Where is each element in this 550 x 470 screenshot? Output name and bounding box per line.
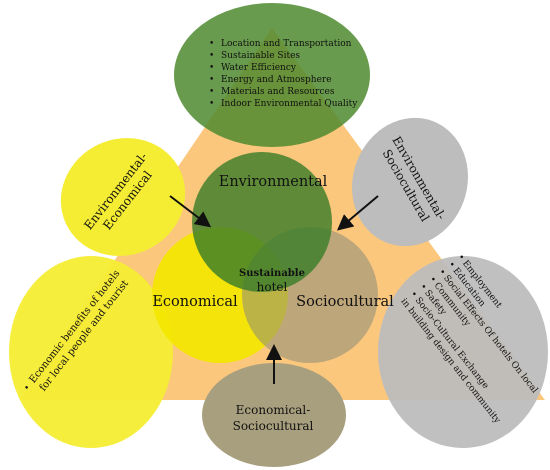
svg-text:•: •	[436, 267, 447, 277]
sociocultural-label: Sociocultural	[296, 294, 394, 310]
environmental-circle	[192, 152, 332, 292]
econ-socio-label-line1: Economical-	[236, 403, 311, 417]
arrow-env-econ	[169, 195, 212, 228]
environmental-label: Environmental	[219, 174, 328, 190]
svg-text:•: •	[209, 39, 214, 49]
env-item: Location and Transportation	[221, 39, 352, 49]
env-item: Energy and Atmosphere	[221, 75, 332, 85]
svg-text:•: •	[22, 383, 33, 393]
env-socio-ellipse	[352, 117, 468, 247]
svg-text:•: •	[209, 99, 214, 109]
env-econ-ellipse	[60, 138, 186, 256]
environmental-criteria-list: • Location and Transportation • Sustaina…	[209, 39, 358, 109]
env-item: Indoor Environmental Quality	[221, 99, 358, 109]
env-item: Sustainable Sites	[221, 51, 300, 61]
economic-benefits-ellipse	[9, 256, 173, 448]
econ-socio-ellipse	[202, 363, 346, 467]
arrow-env-socio	[336, 195, 379, 231]
svg-text:•: •	[209, 87, 214, 97]
svg-text:•: •	[209, 51, 214, 61]
environmental-criteria-ellipse	[174, 3, 370, 147]
svg-text:•: •	[408, 289, 419, 299]
center-label-line2: hotel	[257, 280, 288, 294]
env-item: Water Efficiency	[221, 63, 297, 73]
svg-text:•: •	[417, 282, 428, 292]
center-label-line1: Sustainable	[239, 268, 305, 279]
svg-text:•: •	[209, 63, 214, 73]
social-effects-ellipse	[378, 256, 548, 448]
economical-label: Economical	[152, 294, 238, 310]
svg-text:•: •	[427, 275, 438, 285]
env-item: Materials and Resources	[221, 87, 335, 97]
econ-socio-label-line2: Sociocultural	[233, 419, 314, 433]
svg-text:•: •	[209, 75, 214, 85]
svg-text:•: •	[455, 252, 466, 262]
svg-text:•: •	[446, 260, 457, 270]
